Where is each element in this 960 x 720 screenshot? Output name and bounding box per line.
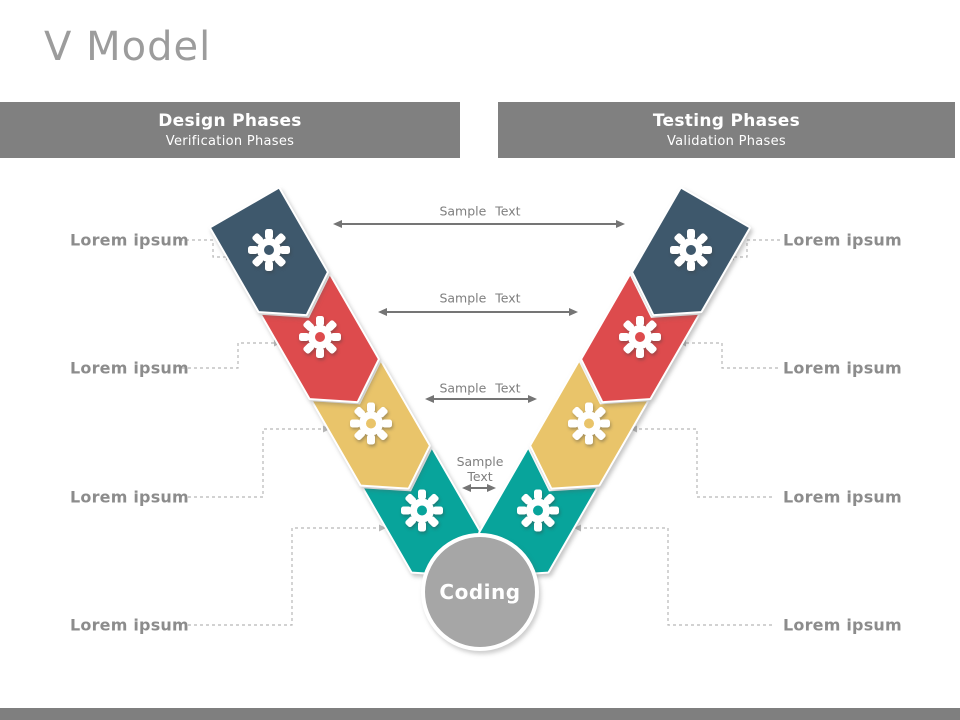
lorem-label-right-3: Lorem ipsum — [783, 487, 902, 507]
verification-phases-subtitle: Verification Phases — [165, 134, 295, 149]
gear-icon — [670, 229, 712, 271]
validation-phases-subtitle: Validation Phases — [666, 134, 786, 149]
connector-line — [188, 527, 386, 626]
arrowhead-right — [487, 484, 496, 492]
connector-line — [180, 239, 233, 258]
coding-circle — [421, 533, 539, 651]
arrowhead-right — [569, 308, 578, 316]
connector-line — [188, 428, 330, 498]
gear-icon — [350, 402, 392, 445]
lorem-label-right-1: Lorem ipsum — [783, 230, 902, 250]
connector-arrowhead — [630, 425, 637, 433]
sample-text-label-1: Sample Text — [439, 203, 521, 219]
arrowhead-left — [425, 395, 434, 403]
arrowhead-right — [616, 220, 625, 228]
connector-arrowhead — [574, 524, 581, 532]
gear-icon — [568, 402, 610, 445]
lorem-label-left-4: Lorem ipsum — [70, 615, 189, 635]
arrowhead-left — [333, 220, 342, 228]
gear-icon — [248, 229, 290, 271]
coding-node-label: Coding — [439, 580, 521, 604]
gear-icon — [401, 489, 443, 532]
arrowhead-right — [528, 395, 537, 403]
gear-icon — [619, 316, 661, 358]
bottom-bar — [0, 708, 960, 720]
testing-phases-title: Testing Phases — [652, 111, 801, 131]
connector-arrowhead — [323, 425, 330, 433]
gear-icon — [299, 316, 341, 358]
connector-line — [630, 428, 772, 498]
connector-arrowhead — [379, 524, 386, 532]
sample-text-label-4: Sample Text — [456, 454, 504, 484]
lorem-label-left-2: Lorem ipsum — [70, 358, 189, 378]
lorem-label-left-1: Lorem ipsum — [70, 230, 189, 250]
sample-text-label-3: Sample Text — [439, 380, 521, 396]
connector-line — [182, 342, 281, 369]
slide-title: V Model — [44, 24, 212, 70]
connector-line — [679, 342, 778, 369]
lorem-label-right-2: Lorem ipsum — [783, 358, 902, 378]
design-phases-header: Design Phases Verification Phases — [0, 102, 460, 158]
lorem-label-left-3: Lorem ipsum — [70, 487, 189, 507]
design-phases-title: Design Phases — [158, 111, 302, 131]
connector-line — [574, 527, 772, 626]
testing-phases-header: Testing Phases Validation Phases — [498, 102, 955, 158]
arrowhead-left — [462, 484, 471, 492]
gear-icon — [517, 489, 559, 532]
sample-text-label-2: Sample Text — [439, 290, 521, 306]
lorem-label-right-4: Lorem ipsum — [783, 615, 902, 635]
connector-line — [727, 239, 780, 258]
arrowhead-left — [378, 308, 387, 316]
